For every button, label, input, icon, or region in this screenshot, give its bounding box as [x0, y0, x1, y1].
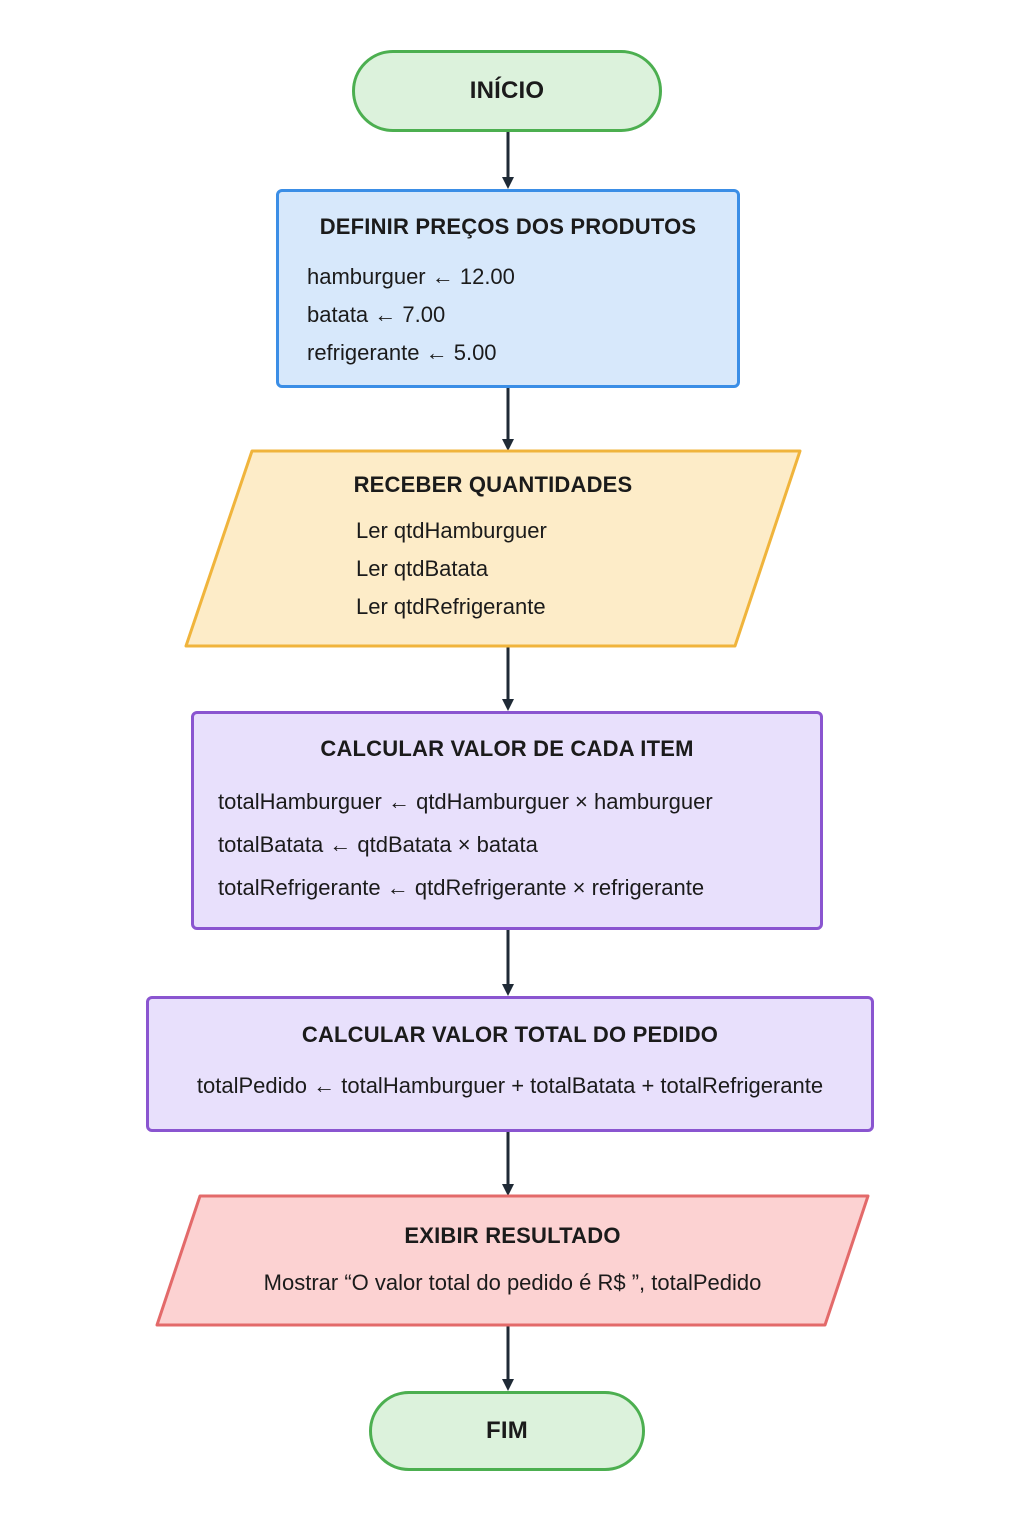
- read-line-hamburguer: Ler qtdHamburguer: [356, 518, 547, 543]
- define-prices-title: DEFINIR PREÇOS DOS PRODUTOS: [319, 214, 697, 239]
- read-line-refrigerante: Ler qtdRefrigerante: [356, 594, 546, 619]
- price-line-hamburguer: hamburguer ← 12.00: [307, 264, 515, 289]
- define-prices-box: DEFINIR PREÇOS DOS PRODUTOS: [276, 189, 740, 388]
- end-label: FIM: [486, 1417, 528, 1444]
- price-line-batata: batata ← 7.00: [307, 302, 446, 327]
- read-quantities-lines: Ler qtdHamburguer Ler qtdBatata Ler qtdR…: [356, 512, 547, 626]
- read-line-batata: Ler qtdBatata: [356, 556, 489, 581]
- calc-total-title: CALCULAR VALOR TOTAL DO PEDIDO: [301, 1022, 719, 1047]
- input-parallelogram: [184, 449, 802, 648]
- price-line-refrigerante: refrigerante ← 5.00: [307, 340, 497, 365]
- calc-items-lines: totalHamburguer ← qtdHamburguer × hambur…: [218, 780, 713, 909]
- calc-items-box: [191, 711, 823, 930]
- read-quantities-title: RECEBER QUANTIDADES: [353, 472, 633, 497]
- calc-line-hamburguer: totalHamburguer ← qtdHamburguer × hambur…: [218, 789, 713, 814]
- start-label: INÍCIO: [469, 77, 545, 104]
- end-terminal: FIM: [369, 1391, 645, 1471]
- calc-line-refrigerante: totalRefrigerante ← qtdRefrigerante × re…: [218, 875, 705, 900]
- calc-total-line: totalPedido ← totalHamburguer + totalBat…: [196, 1073, 824, 1098]
- output-parallelogram: [155, 1194, 870, 1327]
- calc-items-title: CALCULAR VALOR DE CADA ITEM: [320, 736, 694, 761]
- start-terminal: INÍCIO: [352, 50, 662, 132]
- calc-total-box: [146, 996, 874, 1132]
- show-result-title: EXIBIR RESULTADO: [404, 1223, 621, 1248]
- define-prices-lines: hamburguer ← 12.00 batata ← 7.00 refrige…: [307, 258, 515, 372]
- calc-line-batata: totalBatata ← qtdBatata × batata: [218, 832, 538, 857]
- show-result-line: Mostrar “O valor total do pedido é R$ ”,…: [263, 1270, 762, 1295]
